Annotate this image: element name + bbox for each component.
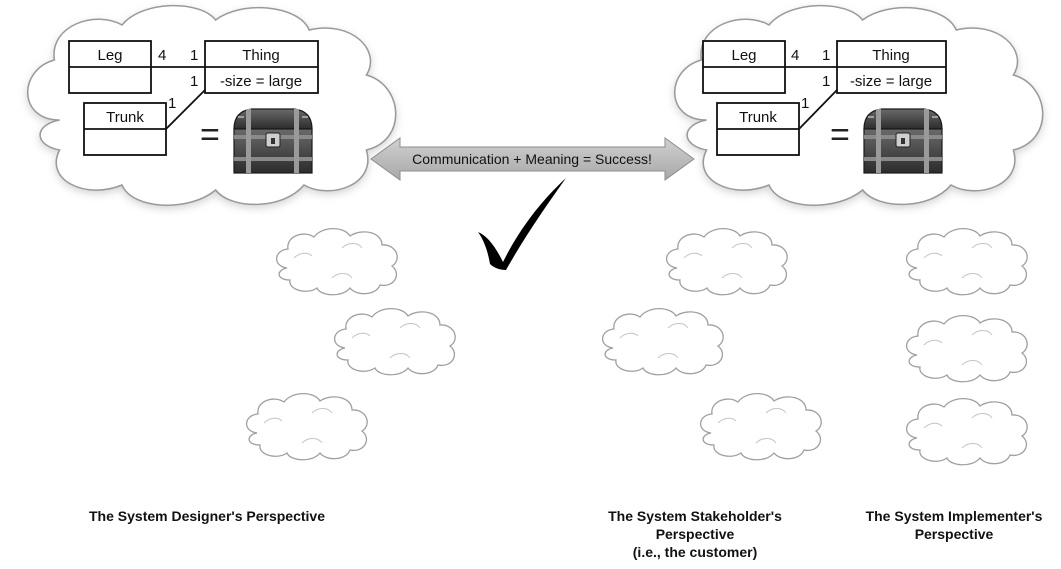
leg-multiplicity: 4 bbox=[791, 47, 799, 64]
leg-class-box: Leg bbox=[702, 40, 786, 94]
leg-class-name: Leg bbox=[97, 47, 122, 64]
trunk-class-name: Trunk bbox=[739, 109, 777, 126]
checkmark-icon bbox=[478, 178, 566, 270]
implementer-caption: The System Implementer's Perspective bbox=[866, 508, 1043, 542]
trunk-multiplicity: 1 bbox=[168, 95, 176, 112]
implementer-caption-line: Perspective bbox=[915, 526, 994, 542]
implementer-thought-cloud-small bbox=[905, 227, 1028, 296]
treasure-chest-icon bbox=[863, 108, 943, 174]
thing-leg-multiplicity: 1 bbox=[190, 47, 198, 64]
designer-thought-cloud bbox=[26, 4, 397, 207]
designer-thought-cloud-small bbox=[275, 227, 398, 296]
communication-arrow-label: Communication + Meaning = Success! bbox=[412, 151, 652, 167]
leg-class-name: Leg bbox=[731, 47, 756, 64]
stakeholder-caption-line: The System Stakeholder's bbox=[608, 508, 782, 524]
trunk-multiplicity: 1 bbox=[801, 95, 809, 112]
thing-size-attribute: -size = large bbox=[220, 73, 302, 90]
implementer-caption-line: The System Implementer's bbox=[866, 508, 1043, 524]
thing-trunk-multiplicity: 1 bbox=[190, 73, 198, 90]
equals-sign: = bbox=[830, 116, 850, 154]
designer-uml-model: Leg Thing -size = large Trunk 4 1 1 1 = bbox=[68, 40, 319, 174]
stakeholder-caption: The System Stakeholder's Perspective (i.… bbox=[608, 508, 782, 560]
designer-caption-line: The System Designer's Perspective bbox=[89, 508, 325, 524]
thing-leg-multiplicity: 1 bbox=[822, 47, 830, 64]
implementer-uml-model: Leg Thing -size = large Trunk 4 1 1 1 = bbox=[702, 40, 947, 174]
trunk-thing-association bbox=[798, 89, 838, 130]
thing-class-name: Thing bbox=[872, 47, 910, 64]
designer-thought-cloud-small bbox=[245, 392, 368, 461]
trunk-class-box: Trunk bbox=[716, 102, 800, 156]
thing-size-attribute: -size = large bbox=[850, 73, 932, 90]
leg-multiplicity: 4 bbox=[158, 47, 166, 64]
stakeholder-caption-line: Perspective bbox=[656, 526, 735, 542]
thing-class-box: Thing -size = large bbox=[204, 40, 319, 94]
leg-class-box: Leg bbox=[68, 40, 152, 94]
stakeholder-thought-cloud-small bbox=[665, 227, 788, 296]
trunk-thing-association bbox=[165, 89, 206, 130]
equals-sign: = bbox=[200, 116, 220, 154]
stakeholder-thought-cloud-small bbox=[699, 392, 822, 461]
designer-thought-cloud-small bbox=[333, 307, 456, 376]
thing-class-name: Thing bbox=[242, 47, 280, 64]
stakeholder-caption-line: (i.e., the customer) bbox=[633, 544, 757, 560]
thing-class-box: Thing -size = large bbox=[836, 40, 947, 94]
thing-trunk-multiplicity: 1 bbox=[822, 73, 830, 90]
trunk-class-name: Trunk bbox=[106, 109, 144, 126]
communication-double-arrow: Communication + Meaning = Success! bbox=[370, 137, 695, 181]
stakeholder-thought-cloud-small bbox=[601, 307, 724, 376]
treasure-chest-icon bbox=[233, 108, 313, 174]
implementer-thought-cloud-small bbox=[905, 314, 1028, 383]
designer-caption: The System Designer's Perspective bbox=[89, 508, 325, 524]
implementer-thought-cloud-small bbox=[905, 397, 1028, 466]
trunk-class-box: Trunk bbox=[83, 102, 167, 156]
